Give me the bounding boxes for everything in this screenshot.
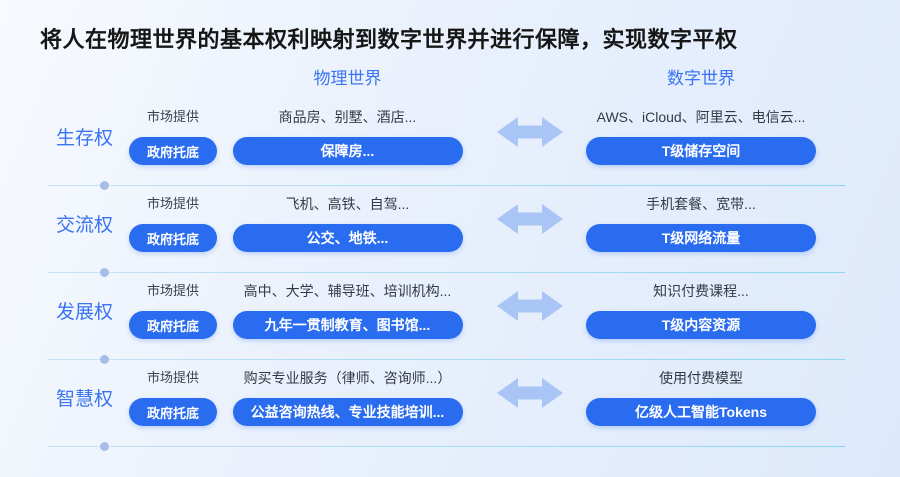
- rows-container: 生存权 市场提供 政府托底 商品房、别墅、酒店... 保障房... AWS、iC…: [0, 99, 900, 451]
- digital-government-pill: T级储存空间: [586, 137, 816, 165]
- row-divider: [48, 268, 845, 277]
- digital-government-pill: T级网络流量: [586, 224, 816, 252]
- market-provided-label: 市场提供: [146, 283, 199, 298]
- double-arrow-icon: [497, 204, 563, 234]
- row-label: 交流权: [56, 214, 114, 236]
- digital-government-pill: T级内容资源: [586, 311, 816, 339]
- row-divider: [48, 442, 845, 451]
- rights-row: 交流权 市场提供 政府托底 飞机、高铁、自驾... 公交、地铁... 手机套餐、…: [48, 186, 817, 272]
- divider-dot: [100, 442, 109, 451]
- physical-market-text: 飞机、高铁、自驾...: [285, 196, 410, 212]
- physical-government-pill: 公交、地铁...: [232, 224, 463, 252]
- rights-row: 智慧权 市场提供 政府托底 购买专业服务（律师、咨询师...） 公益咨询热线、专…: [48, 360, 817, 446]
- physical-government-pill: 九年一贯制教育、图书馆...: [232, 311, 463, 339]
- market-provided-label: 市场提供: [146, 370, 199, 385]
- digital-market-text: AWS、iCloud、阿里云、电信云...: [596, 109, 806, 125]
- physical-market-text: 购买专业服务（律师、咨询师...）: [243, 370, 452, 386]
- column-headers: 物理世界 数字世界: [48, 69, 817, 89]
- double-arrow-icon: [497, 378, 563, 408]
- physical-market-text: 商品房、别墅、酒店...: [278, 109, 417, 125]
- physical-government-pill: 保障房...: [232, 137, 463, 165]
- government-pill: 政府托底: [128, 137, 217, 165]
- divider-dot: [100, 355, 109, 364]
- row-label: 生存权: [56, 127, 114, 149]
- double-arrow-icon: [497, 117, 563, 147]
- physical-market-text: 高中、大学、辅导班、培训机构...: [243, 283, 452, 299]
- row-divider: [48, 355, 845, 364]
- physical-government-pill: 公益咨询热线、专业技能培训...: [232, 398, 463, 426]
- digital-market-text: 知识付费课程...: [653, 283, 749, 299]
- digital-market-text: 使用付费模型: [659, 370, 743, 386]
- market-provided-label: 市场提供: [146, 196, 199, 211]
- page-title: 将人在物理世界的基本权利映射到数字世界并进行保障，实现数字平权: [40, 27, 738, 52]
- double-arrow-icon: [497, 291, 563, 321]
- column-header-digital: 数字世界: [667, 69, 735, 88]
- divider-dot: [100, 181, 109, 190]
- digital-government-pill: 亿级人工智能Tokens: [586, 398, 816, 426]
- government-pill: 政府托底: [128, 311, 217, 339]
- digital-market-text: 手机套餐、宽带...: [646, 196, 756, 212]
- row-label: 智慧权: [56, 388, 114, 410]
- government-pill: 政府托底: [128, 224, 217, 252]
- column-header-physical: 物理世界: [313, 69, 382, 88]
- market-provided-label: 市场提供: [146, 109, 199, 124]
- row-divider: [48, 181, 845, 190]
- rights-row: 发展权 市场提供 政府托底 高中、大学、辅导班、培训机构... 九年一贯制教育、…: [48, 273, 817, 359]
- rights-row: 生存权 市场提供 政府托底 商品房、别墅、酒店... 保障房... AWS、iC…: [48, 99, 817, 185]
- government-pill: 政府托底: [128, 398, 217, 426]
- row-label: 发展权: [56, 301, 114, 323]
- divider-dot: [100, 268, 109, 277]
